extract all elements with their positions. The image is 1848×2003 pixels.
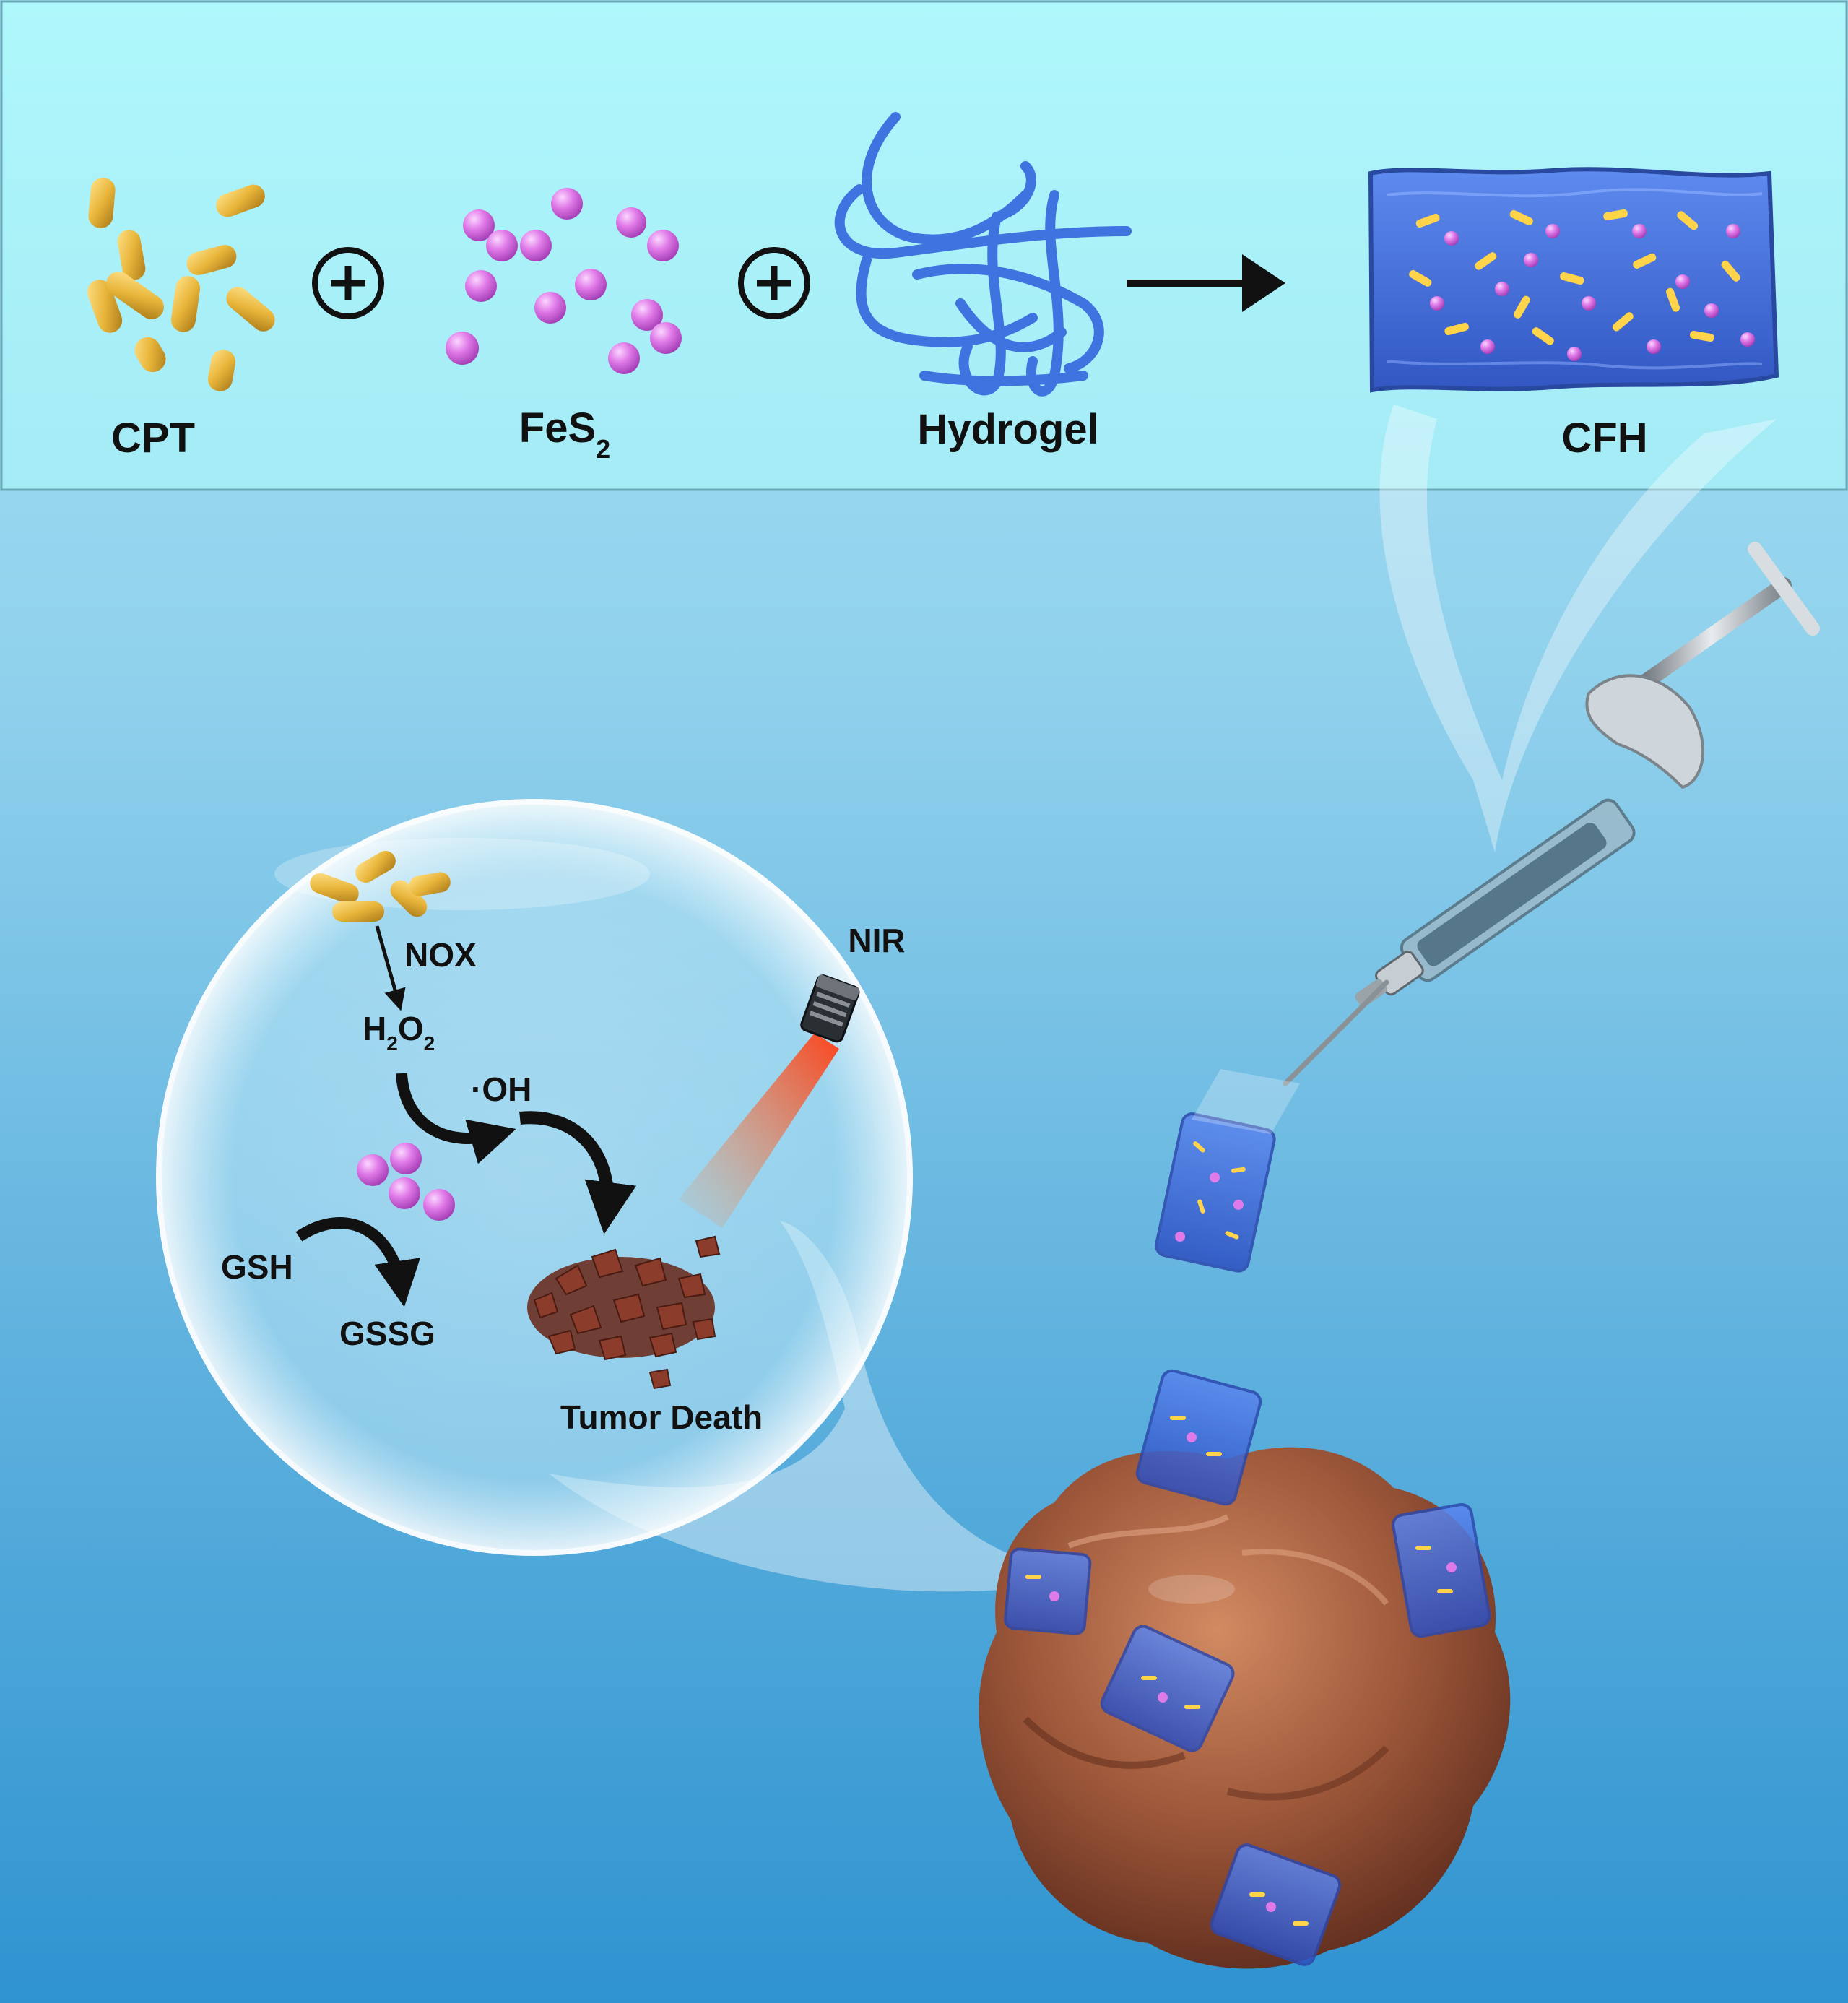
motion-trail	[1192, 1069, 1300, 1134]
bubble-highlight	[274, 838, 650, 910]
tumor-death-label: Tumor Death	[560, 1398, 763, 1436]
laser-icon	[800, 974, 860, 1043]
hydroxyl-radical-label: ·OH	[471, 1070, 532, 1108]
tumor	[979, 1447, 1511, 1969]
fes2-spheres-bubble	[357, 1143, 455, 1221]
gssg-label: GSSG	[339, 1315, 435, 1352]
zoom-cone-top	[1379, 405, 1777, 852]
nir-laser-beam	[679, 1033, 839, 1228]
fes2-label: FeS2	[519, 405, 610, 464]
cpt-label: CPT	[111, 415, 195, 462]
cfh-contents	[1409, 209, 1755, 361]
cfh-block	[1368, 167, 1779, 393]
plus-icon	[738, 247, 810, 319]
hydrogel-label: Hydrogel	[917, 406, 1098, 453]
cfh-label: CFH	[1561, 415, 1647, 462]
tumor-debris	[527, 1235, 721, 1390]
hydrogel-network	[834, 112, 1132, 397]
cpt-rods-bubble	[310, 851, 451, 922]
plus-icon	[312, 247, 384, 319]
gsh-label: GSH	[221, 1248, 293, 1286]
nox-arrow	[375, 925, 406, 1011]
cfh-plug-injected	[1155, 1112, 1276, 1273]
cfh-patches	[1004, 1369, 1491, 1966]
ros-to-tumor-arrow	[519, 1111, 637, 1234]
h2o2-label: H2O2	[363, 1010, 435, 1055]
synthesis-arrow	[1127, 254, 1285, 312]
nox-label: NOX	[404, 936, 477, 974]
gsh-oxidation-arrow	[295, 1217, 420, 1307]
cpt-rods	[87, 178, 275, 391]
fenton-arrow	[396, 1073, 516, 1164]
fes2-spheres	[446, 188, 682, 374]
mechanism-bubble	[156, 799, 913, 1556]
syringe	[1283, 542, 1820, 1086]
nir-label: NIR	[848, 922, 905, 959]
